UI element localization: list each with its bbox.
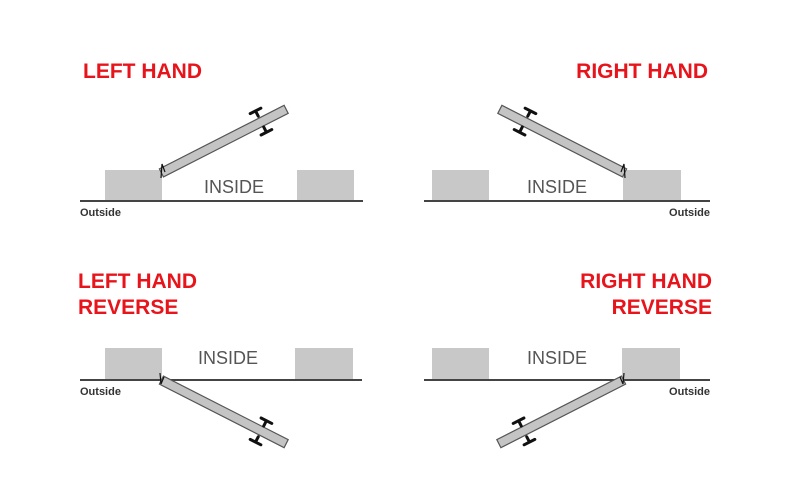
outside-label: Outside: [80, 386, 121, 398]
inside-label: INSIDE: [204, 177, 264, 197]
door-leaf: [158, 104, 290, 178]
wall-left: [432, 348, 489, 379]
wall-left: [432, 170, 489, 200]
panel-title-line-1: LEFT HAND: [78, 270, 197, 293]
hinge-icon: [619, 372, 625, 385]
outside-label: Outside: [80, 207, 121, 219]
inside-label: INSIDE: [198, 348, 258, 368]
panel-right-hand: RIGHT HAND INSIDE Outside: [424, 60, 710, 219]
door-leaf: [496, 104, 628, 178]
panel-title-line-1: RIGHT HAND: [580, 270, 712, 293]
door-leaf: [158, 375, 290, 449]
hinge-icon: [160, 163, 166, 179]
door-leaf: [495, 375, 627, 449]
wall-left: [105, 170, 162, 200]
panel-right-hand-reverse: RIGHT HAND REVERSE INSIDE Outside: [424, 270, 712, 449]
handle-icon: [511, 416, 537, 447]
hinge-icon: [620, 163, 626, 179]
panel-left-hand: LEFT HAND INSIDE Outside: [80, 60, 363, 219]
handle-icon: [248, 106, 274, 137]
wall-right: [623, 170, 681, 200]
panel-title: RIGHT HAND: [576, 60, 708, 83]
handle-icon: [512, 106, 538, 137]
outside-label: Outside: [669, 207, 710, 219]
panel-title-line-2: REVERSE: [612, 296, 712, 319]
panel-title: LEFT HAND: [83, 60, 202, 83]
panel-left-hand-reverse: LEFT HAND REVERSE INSIDE Outside: [78, 270, 362, 449]
wall-right: [295, 348, 353, 379]
inside-label: INSIDE: [527, 177, 587, 197]
wall-right: [297, 170, 354, 200]
wall-left: [105, 348, 162, 379]
wall-right: [622, 348, 680, 379]
inside-label: INSIDE: [527, 348, 587, 368]
panel-title-line-2: REVERSE: [78, 296, 178, 319]
outside-label: Outside: [669, 386, 710, 398]
hinge-icon: [159, 372, 165, 385]
handle-icon: [248, 416, 274, 447]
